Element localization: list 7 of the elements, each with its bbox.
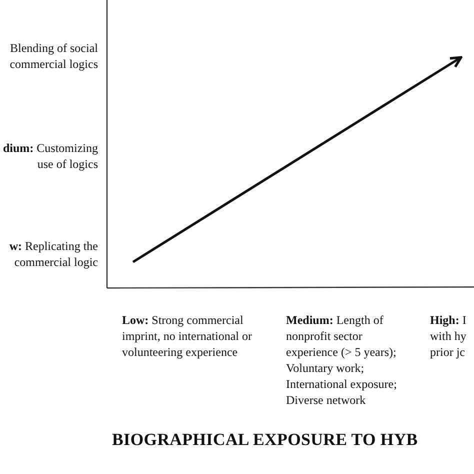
level-description: Low: Strong commercial imprint, no international or volunteering experience [122,312,253,360]
level-description: High: I with hy prior jc [430,312,468,360]
axis-level-label: w: Replicating the commercial logic [8,238,98,270]
axis-title: BIOGRAPHICAL EXPOSURE TO HYB [112,430,418,450]
axis-level-label: Blending of social commercial logics [8,40,98,72]
axis-level-label: dium: Customizing use of logics [2,140,98,172]
level-description: Medium: Length of nonprofit sector experience (> 5 years); Voluntary work; International exposure; Diverse network [286,312,398,408]
